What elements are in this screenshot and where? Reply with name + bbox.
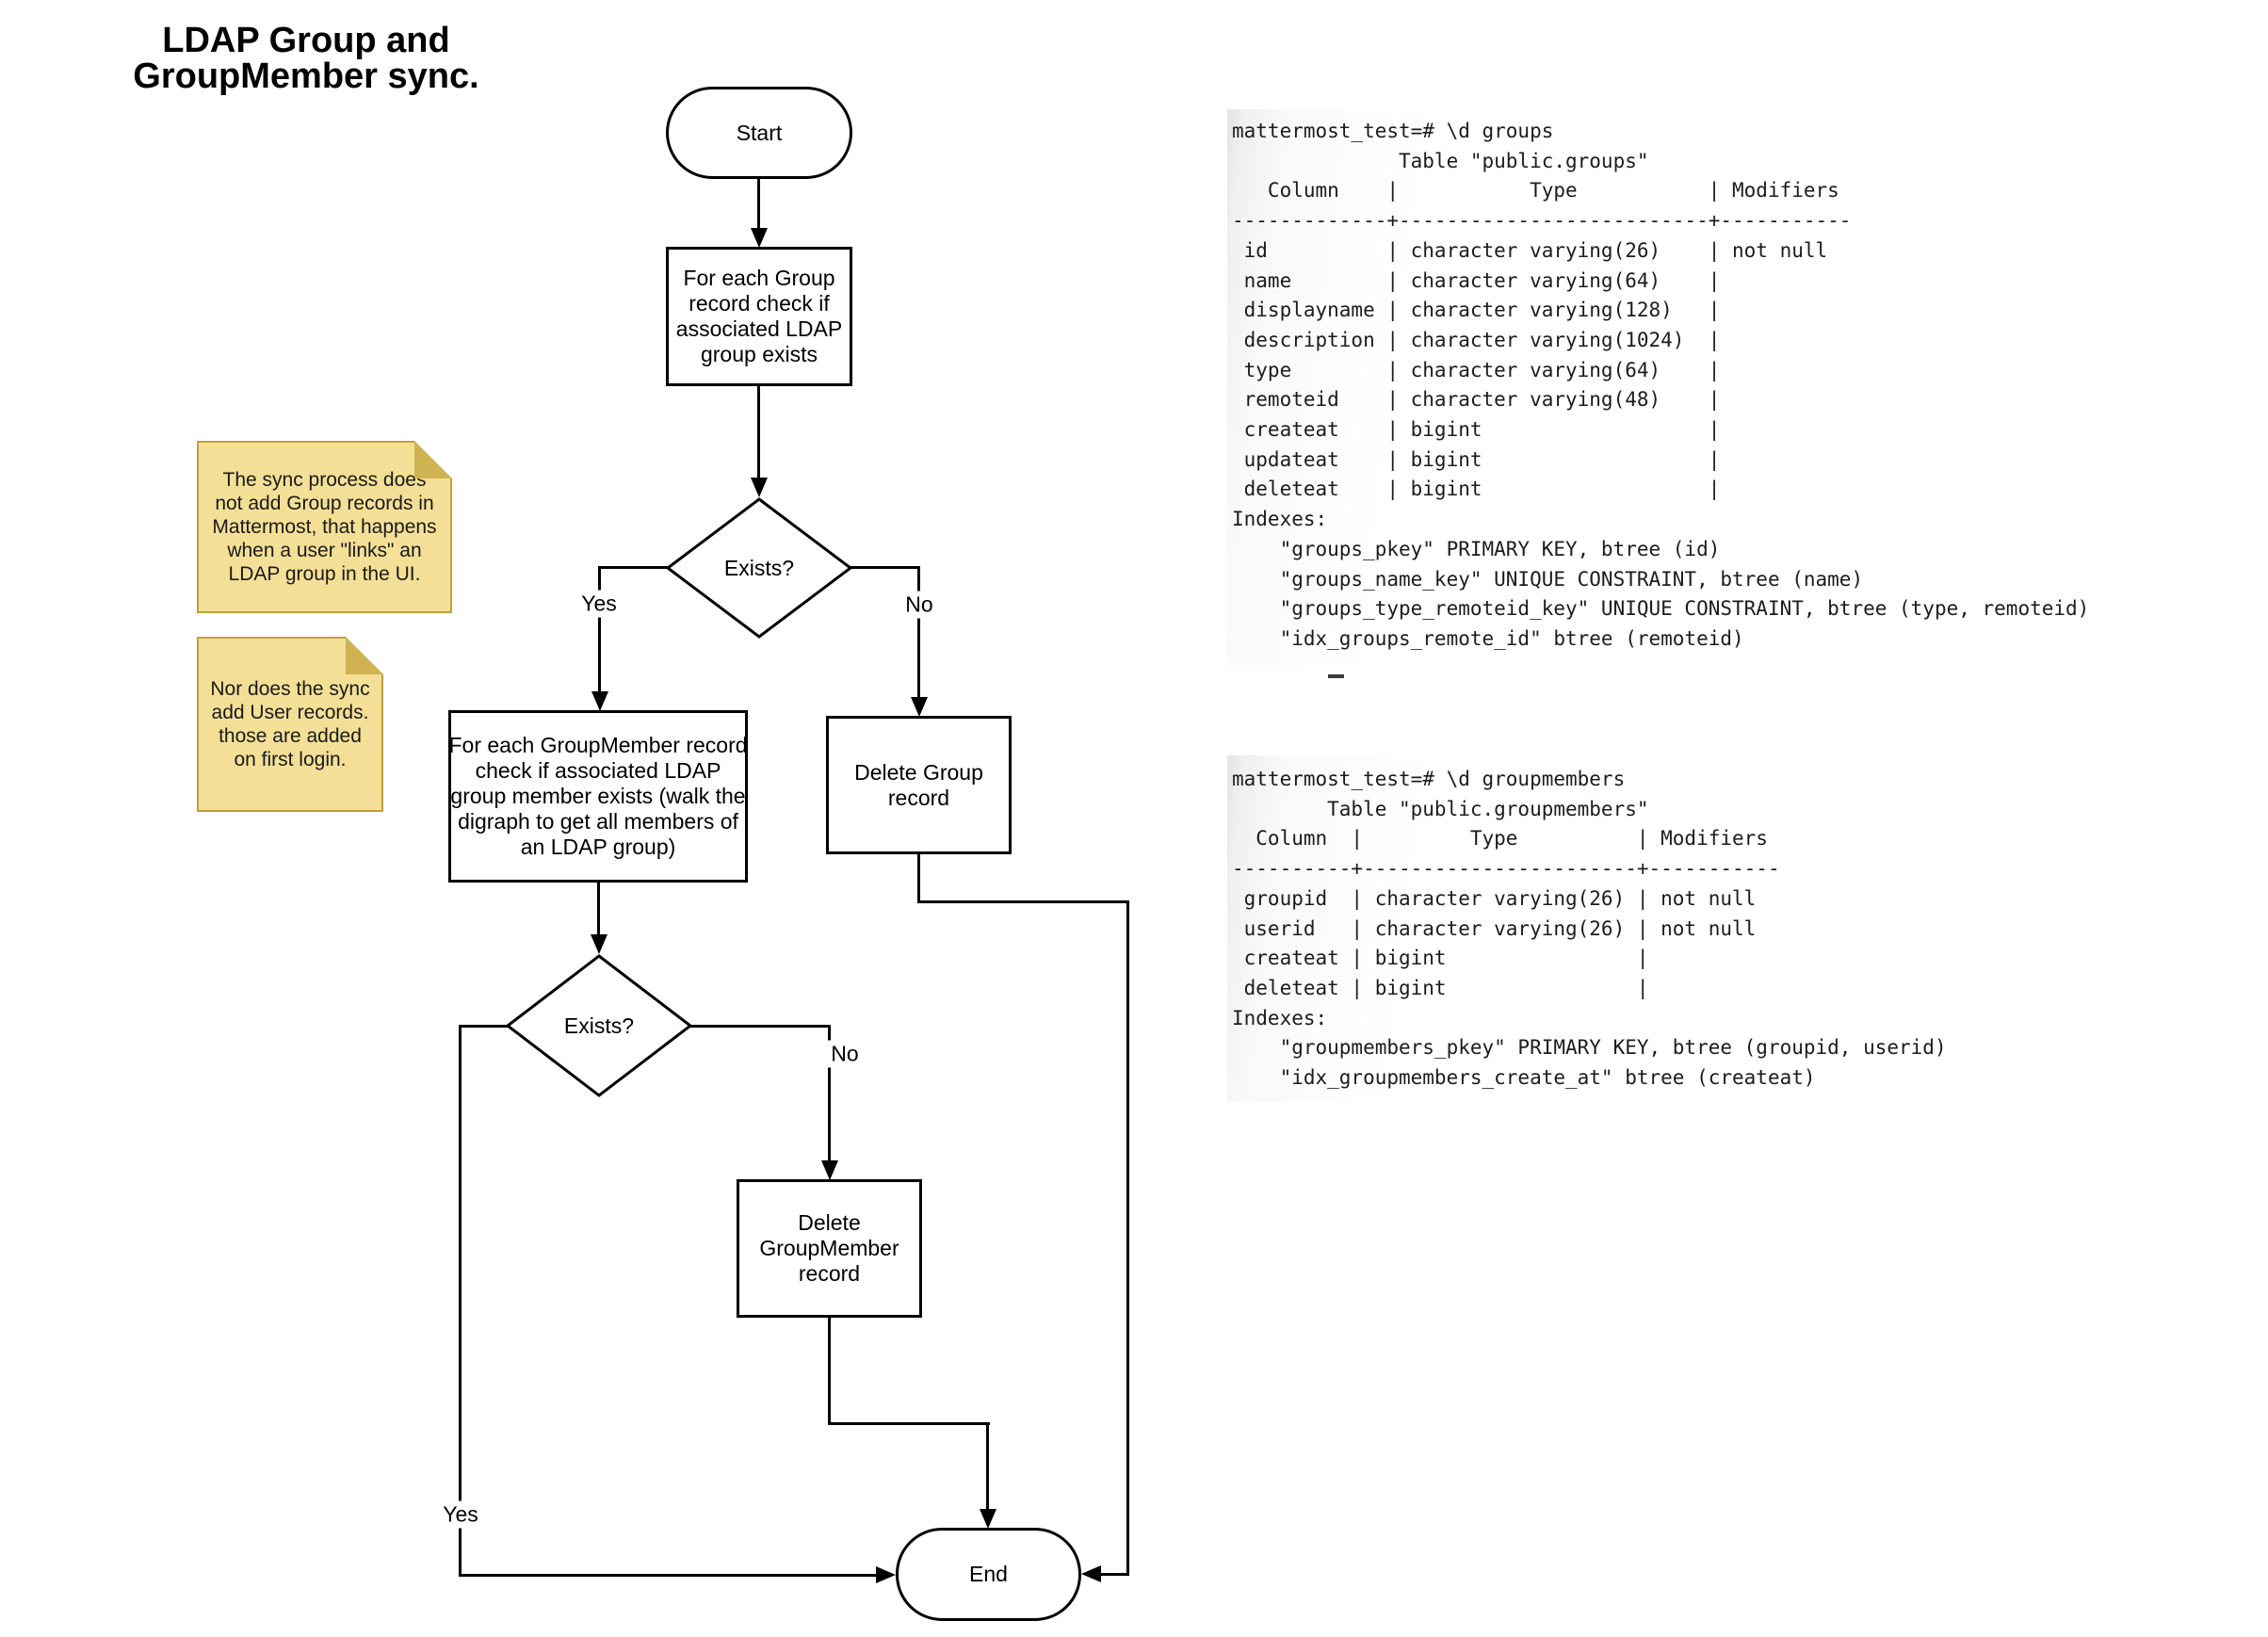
decision-exists-1-label: Exists? (723, 555, 795, 580)
end-node-label: End (969, 1562, 1008, 1586)
connector-line (1126, 900, 1129, 1576)
arrowhead-down (751, 478, 768, 497)
connector-line (917, 900, 1129, 903)
start-node: Start (666, 87, 852, 179)
diamond-shape (665, 497, 853, 639)
connector-line (598, 566, 601, 692)
process-box-groupmember-check-label: For each GroupMember record check if ass… (448, 733, 748, 859)
note-fold-icon (414, 441, 452, 478)
note-fold-edge (346, 637, 383, 674)
sticky-note-sync-users: Nor does the sync add User records. thos… (197, 637, 383, 812)
decision-exists-2-label: Exists? (563, 1013, 635, 1038)
connector-line (917, 854, 920, 903)
process-box-groupmember-check: For each GroupMember record check if ass… (448, 710, 748, 883)
terminal-groups-output: mattermost_test=# \d groups Table "publi… (1232, 120, 2090, 650)
connector-line (986, 1422, 989, 1511)
start-node-label: Start (736, 120, 783, 145)
process-box-group-check-label: For each Group record check if associate… (675, 266, 843, 366)
process-box-delete-groupmember-label: Delete GroupMember record (759, 1210, 899, 1286)
terminal-groups-background (1227, 109, 2224, 665)
arrowhead-right (876, 1566, 896, 1583)
sticky-note-sync-groups: The sync process does not add Group reco… (197, 441, 452, 613)
sticky-note-sync-groups-text: The sync process does not add Group reco… (212, 469, 437, 585)
edge-label-yes-2: Yes (439, 1500, 482, 1529)
connector-line (757, 386, 760, 478)
connector-line (688, 1025, 831, 1028)
end-node: End (896, 1528, 1081, 1621)
process-box-delete-group: Delete Group record (826, 716, 1012, 854)
connector-line (849, 566, 920, 569)
connector-line (828, 1025, 831, 1162)
edge-label-no-1: No (901, 591, 937, 619)
note-fold-icon (346, 637, 383, 674)
arrowhead-down (591, 934, 608, 954)
terminal-groupmembers-output: mattermost_test=# \d groupmembers Table … (1232, 768, 1947, 1090)
arrowhead-down (821, 1160, 838, 1180)
connector-line (459, 1025, 462, 1577)
process-box-delete-group-label: Delete Group record (854, 759, 983, 810)
connector-line (828, 1422, 990, 1425)
process-box-delete-groupmember: Delete GroupMember record (737, 1179, 922, 1318)
arrowhead-down (911, 697, 928, 717)
connector-line (459, 1574, 879, 1577)
connector-line (757, 179, 760, 230)
decision-exists-2: Exists? (505, 953, 693, 1098)
diamond-shape (505, 954, 693, 1097)
decision-exists-1: Exists? (665, 496, 853, 640)
stray-dash-mark (1328, 674, 1344, 678)
sticky-note-sync-users-text: Nor does the sync add User records. thos… (210, 678, 370, 770)
process-box-group-check: For each Group record check if associate… (666, 247, 852, 386)
connector-line (459, 1025, 510, 1028)
arrowhead-down (591, 691, 608, 711)
edge-label-no-2: No (827, 1040, 863, 1068)
connector-line (917, 566, 920, 698)
arrowhead-down (980, 1509, 996, 1529)
edge-label-yes-1: Yes (577, 590, 621, 618)
arrowhead-left (1081, 1565, 1101, 1582)
note-fold-edge (414, 441, 452, 478)
connector-line (828, 1318, 831, 1425)
connector-line (598, 566, 670, 569)
arrowhead-down (751, 228, 768, 248)
diagram-title: LDAP Group and GroupMember sync. (133, 21, 479, 96)
terminal-groupmembers-background (1227, 755, 1954, 1102)
connector-line (597, 883, 600, 936)
connector-line (1100, 1573, 1129, 1576)
